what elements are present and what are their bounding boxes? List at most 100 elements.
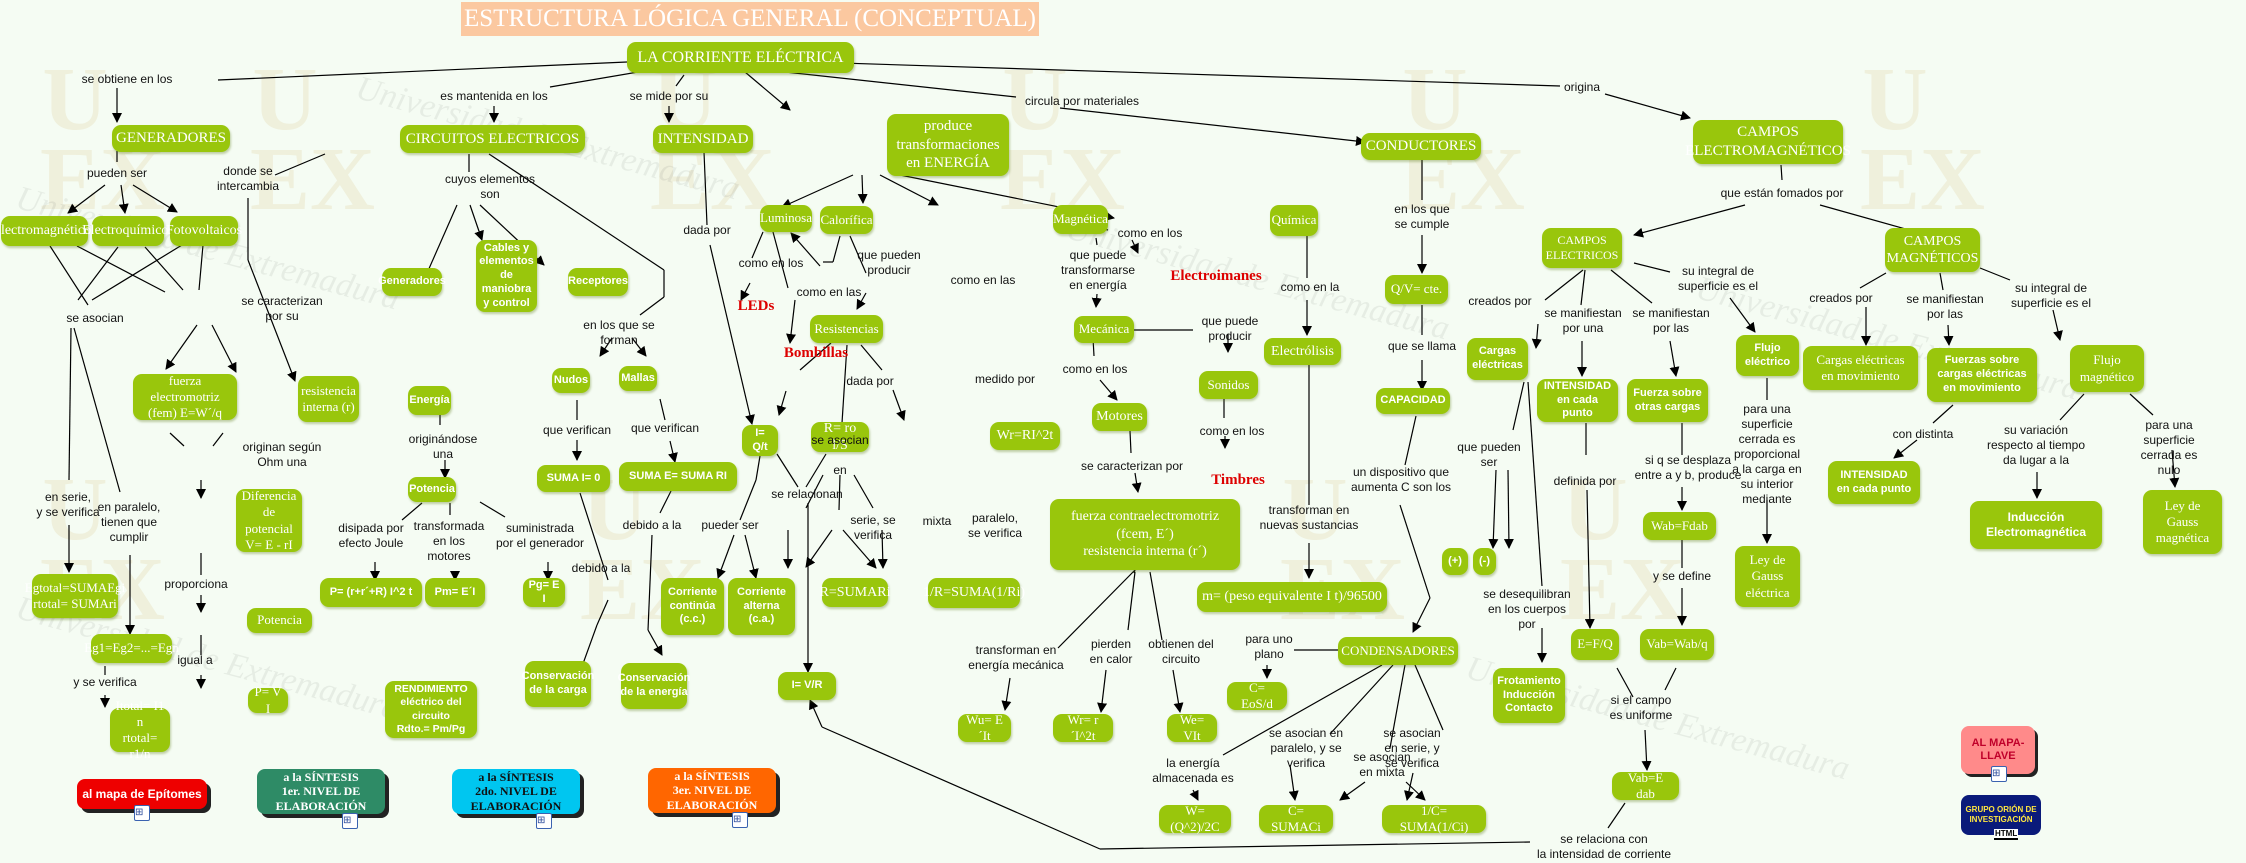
link-label: como en la	[1280, 280, 1340, 294]
node-pm: Pm= E´I	[425, 578, 485, 607]
link-label: disipada por efecto Joule	[338, 521, 404, 550]
link-label: se caracterizan por	[1080, 459, 1184, 473]
sintesis-3-button[interactable]: a la SÍNTESIS 3er. NIVEL DE ELABORACIÓN	[648, 768, 776, 813]
link-label: como en los	[1117, 226, 1183, 240]
link-label: cuyos elementos son	[444, 172, 536, 201]
node-resistencias: Resistencias	[810, 315, 883, 343]
node-potencia-2: Potencia	[247, 608, 312, 633]
link-label: en paralelo, tienen que cumplir	[97, 500, 161, 544]
node-1c-suma: 1/C= SUMA(1/Ci)	[1382, 803, 1486, 834]
link-label: transforman en nuevas sustancias	[1259, 503, 1359, 532]
node-generadores-circuito: Generadores	[378, 268, 446, 296]
sintesis-2-button[interactable]: a la SÍNTESIS 2do. NIVEL DE ELABORACIÓN	[452, 769, 580, 814]
node-vab-edab: Vab=E dab	[1612, 770, 1679, 801]
grupo-orion-button[interactable]: GRUPO ORIÓN DE INVESTIGACIÓN	[1961, 795, 2041, 835]
link-label: se caracterizan por su	[241, 294, 323, 323]
node-carga-positiva: (+)	[1442, 548, 1468, 575]
link-label: en serie, y se verifica	[36, 490, 100, 519]
node-egtotal: Egtotal=SUMAEgi rtotal= SUMAri	[25, 574, 125, 618]
node-generadores: GENERADORES	[112, 125, 230, 152]
link-label: pueden ser	[86, 166, 148, 180]
link-label: paralelo, se verifica	[967, 511, 1023, 540]
node-quimica: Química	[1270, 205, 1318, 236]
node-magnetica: Magnética	[1053, 205, 1108, 234]
concept-map-icon[interactable]: ⊞	[1991, 766, 2007, 782]
link-label: definida por	[1553, 474, 1617, 488]
node-resistencia-interna: resistencia interna (r)	[298, 376, 359, 422]
concept-map-icon[interactable]: ⊞	[134, 805, 150, 821]
node-fuerza-otras-cargas: Fuerza sobre otras cargas	[1627, 379, 1708, 422]
node-corriente-continua: Corriente continúa (c.c.)	[661, 578, 724, 635]
node-e-fq: E=F/Q	[1571, 629, 1619, 660]
node-fotovoltaicos: Fotovoltaicos	[166, 216, 242, 246]
button-label: GRUPO ORIÓN DE INVESTIGACIÓN	[1965, 805, 2037, 824]
link-label: pueder ser	[701, 518, 759, 532]
node-campos-electromagneticos: CAMPOS ELECTROMAGNÉTICOS	[1685, 120, 1851, 164]
link-label: que pueden producir	[857, 248, 921, 277]
link-label: debido a la	[622, 518, 682, 532]
link-label: un dispositivo que aumenta C son los	[1350, 465, 1452, 494]
link-label: en los que se cumple	[1394, 202, 1450, 231]
button-label: a la SÍNTESIS 3er. NIVEL DE ELABORACIÓN	[666, 768, 758, 812]
node-receptores: Receptores	[568, 268, 628, 296]
link-label: que puede producir	[1201, 314, 1259, 343]
node-nudos: Nudos	[552, 368, 590, 393]
concept-map-icon[interactable]: ⊞	[536, 813, 552, 829]
link-label: se mide por su	[629, 89, 709, 103]
node-wu: Wu= E´It	[958, 712, 1011, 743]
link-label: se obtiene en los	[81, 72, 173, 86]
node-conductores: CONDUCTORES	[1361, 133, 1481, 160]
node-motores: Motores	[1092, 403, 1147, 431]
node-m-peso: m= (peso equivalente I t)/96500	[1197, 582, 1387, 612]
node-corriente-alterna: Corriente alterna (c.a.)	[728, 578, 795, 635]
epitomes-map-button[interactable]: al mapa de Epítomes	[77, 779, 207, 809]
link-label: en los que se forman	[583, 318, 655, 347]
link-label: creados por	[1809, 291, 1873, 305]
link-label: circula por materiales	[1024, 94, 1140, 108]
link-label: se desequilibran en los cuerpos por	[1483, 587, 1571, 631]
node-c-sumaci: C= SUMACi	[1259, 803, 1333, 834]
link-label: y se define	[1652, 569, 1712, 583]
html-link-icon[interactable]: HTML	[1994, 829, 2019, 840]
link-label: si q se desplaza entre a y b, produce	[1634, 453, 1742, 482]
node-c-eos: C= EoS/d	[1227, 680, 1287, 711]
link-label: con distinta	[1892, 427, 1954, 441]
node-wr-fcem: Wr= r´I^2t	[1053, 712, 1113, 743]
link-label: como en los	[1062, 362, 1128, 376]
link-label: su integral de superficie es el	[2010, 281, 2092, 310]
sintesis-1-button[interactable]: a la SÍNTESIS 1er. NIVEL DE ELABORACIÓN	[257, 769, 385, 814]
link-label: obtienen del circuito	[1148, 637, 1214, 666]
node-electroquimicos: Electroquímicos	[82, 216, 174, 246]
concept-map-icon[interactable]: ⊞	[732, 812, 748, 828]
node-p-joule: P= (r+r´+R) I^2 t	[320, 578, 422, 607]
node-intensidad-cada-punto-m: INTENSIDAD en cada punto	[1828, 461, 1920, 504]
node-suma-e: SUMA E= SUMA RI	[619, 462, 737, 491]
link-label: creados por	[1468, 294, 1532, 308]
link-label: si el campo es uniforme	[1609, 693, 1673, 722]
node-campos-electricos: CAMPOS ELECTRICOS	[1542, 228, 1622, 268]
node-intensidad: INTENSIDAD	[653, 125, 753, 153]
link-label: para una superficie cerrada es nulo	[2140, 418, 2198, 477]
node-condensadores: CONDENSADORES	[1338, 637, 1458, 665]
link-label: serie, se verifica	[850, 513, 896, 542]
page-title: ESTRUCTURA LÓGICA GENERAL (CONCEPTUAL)	[461, 2, 1039, 36]
link-label: como en los	[1199, 424, 1265, 438]
link-label: origina	[1563, 80, 1601, 94]
node-suma-i: SUMA I= 0	[537, 465, 610, 492]
link-label: se asocian en paralelo, y se verifica	[1268, 726, 1344, 770]
node-itotal: Itotal= I1 n rtotal= r1/n	[110, 698, 170, 761]
node-pg: Pg= E I	[523, 578, 565, 607]
node-p-vi: P= V I	[248, 684, 288, 716]
link-label: se relaciona con la intensidad de corrie…	[1536, 832, 1672, 861]
node-diferencia-potencial: Diferencia de potencial V= E - rI	[236, 488, 302, 552]
link-label: se asocian en	[811, 433, 869, 477]
node-transformaciones-energia: produce transformaciones en ENERGÍA	[887, 114, 1009, 176]
node-flujo-magnetico: Flujo magnético	[2070, 345, 2144, 392]
node-eg-iguales: Eg1=Eg2=...=Egn	[84, 634, 179, 663]
concept-map-icon[interactable]: ⊞	[342, 813, 358, 829]
link-label: se manifiestan por las	[1632, 306, 1710, 335]
node-induccion-electromagnetica: Inducción Electromagnética	[1970, 501, 2102, 549]
node-circuitos-electricos: CIRCUITOS ELECTRICOS	[400, 125, 585, 153]
node-mallas: Mallas	[619, 366, 657, 391]
link-label: transformada en los motores	[413, 519, 485, 563]
